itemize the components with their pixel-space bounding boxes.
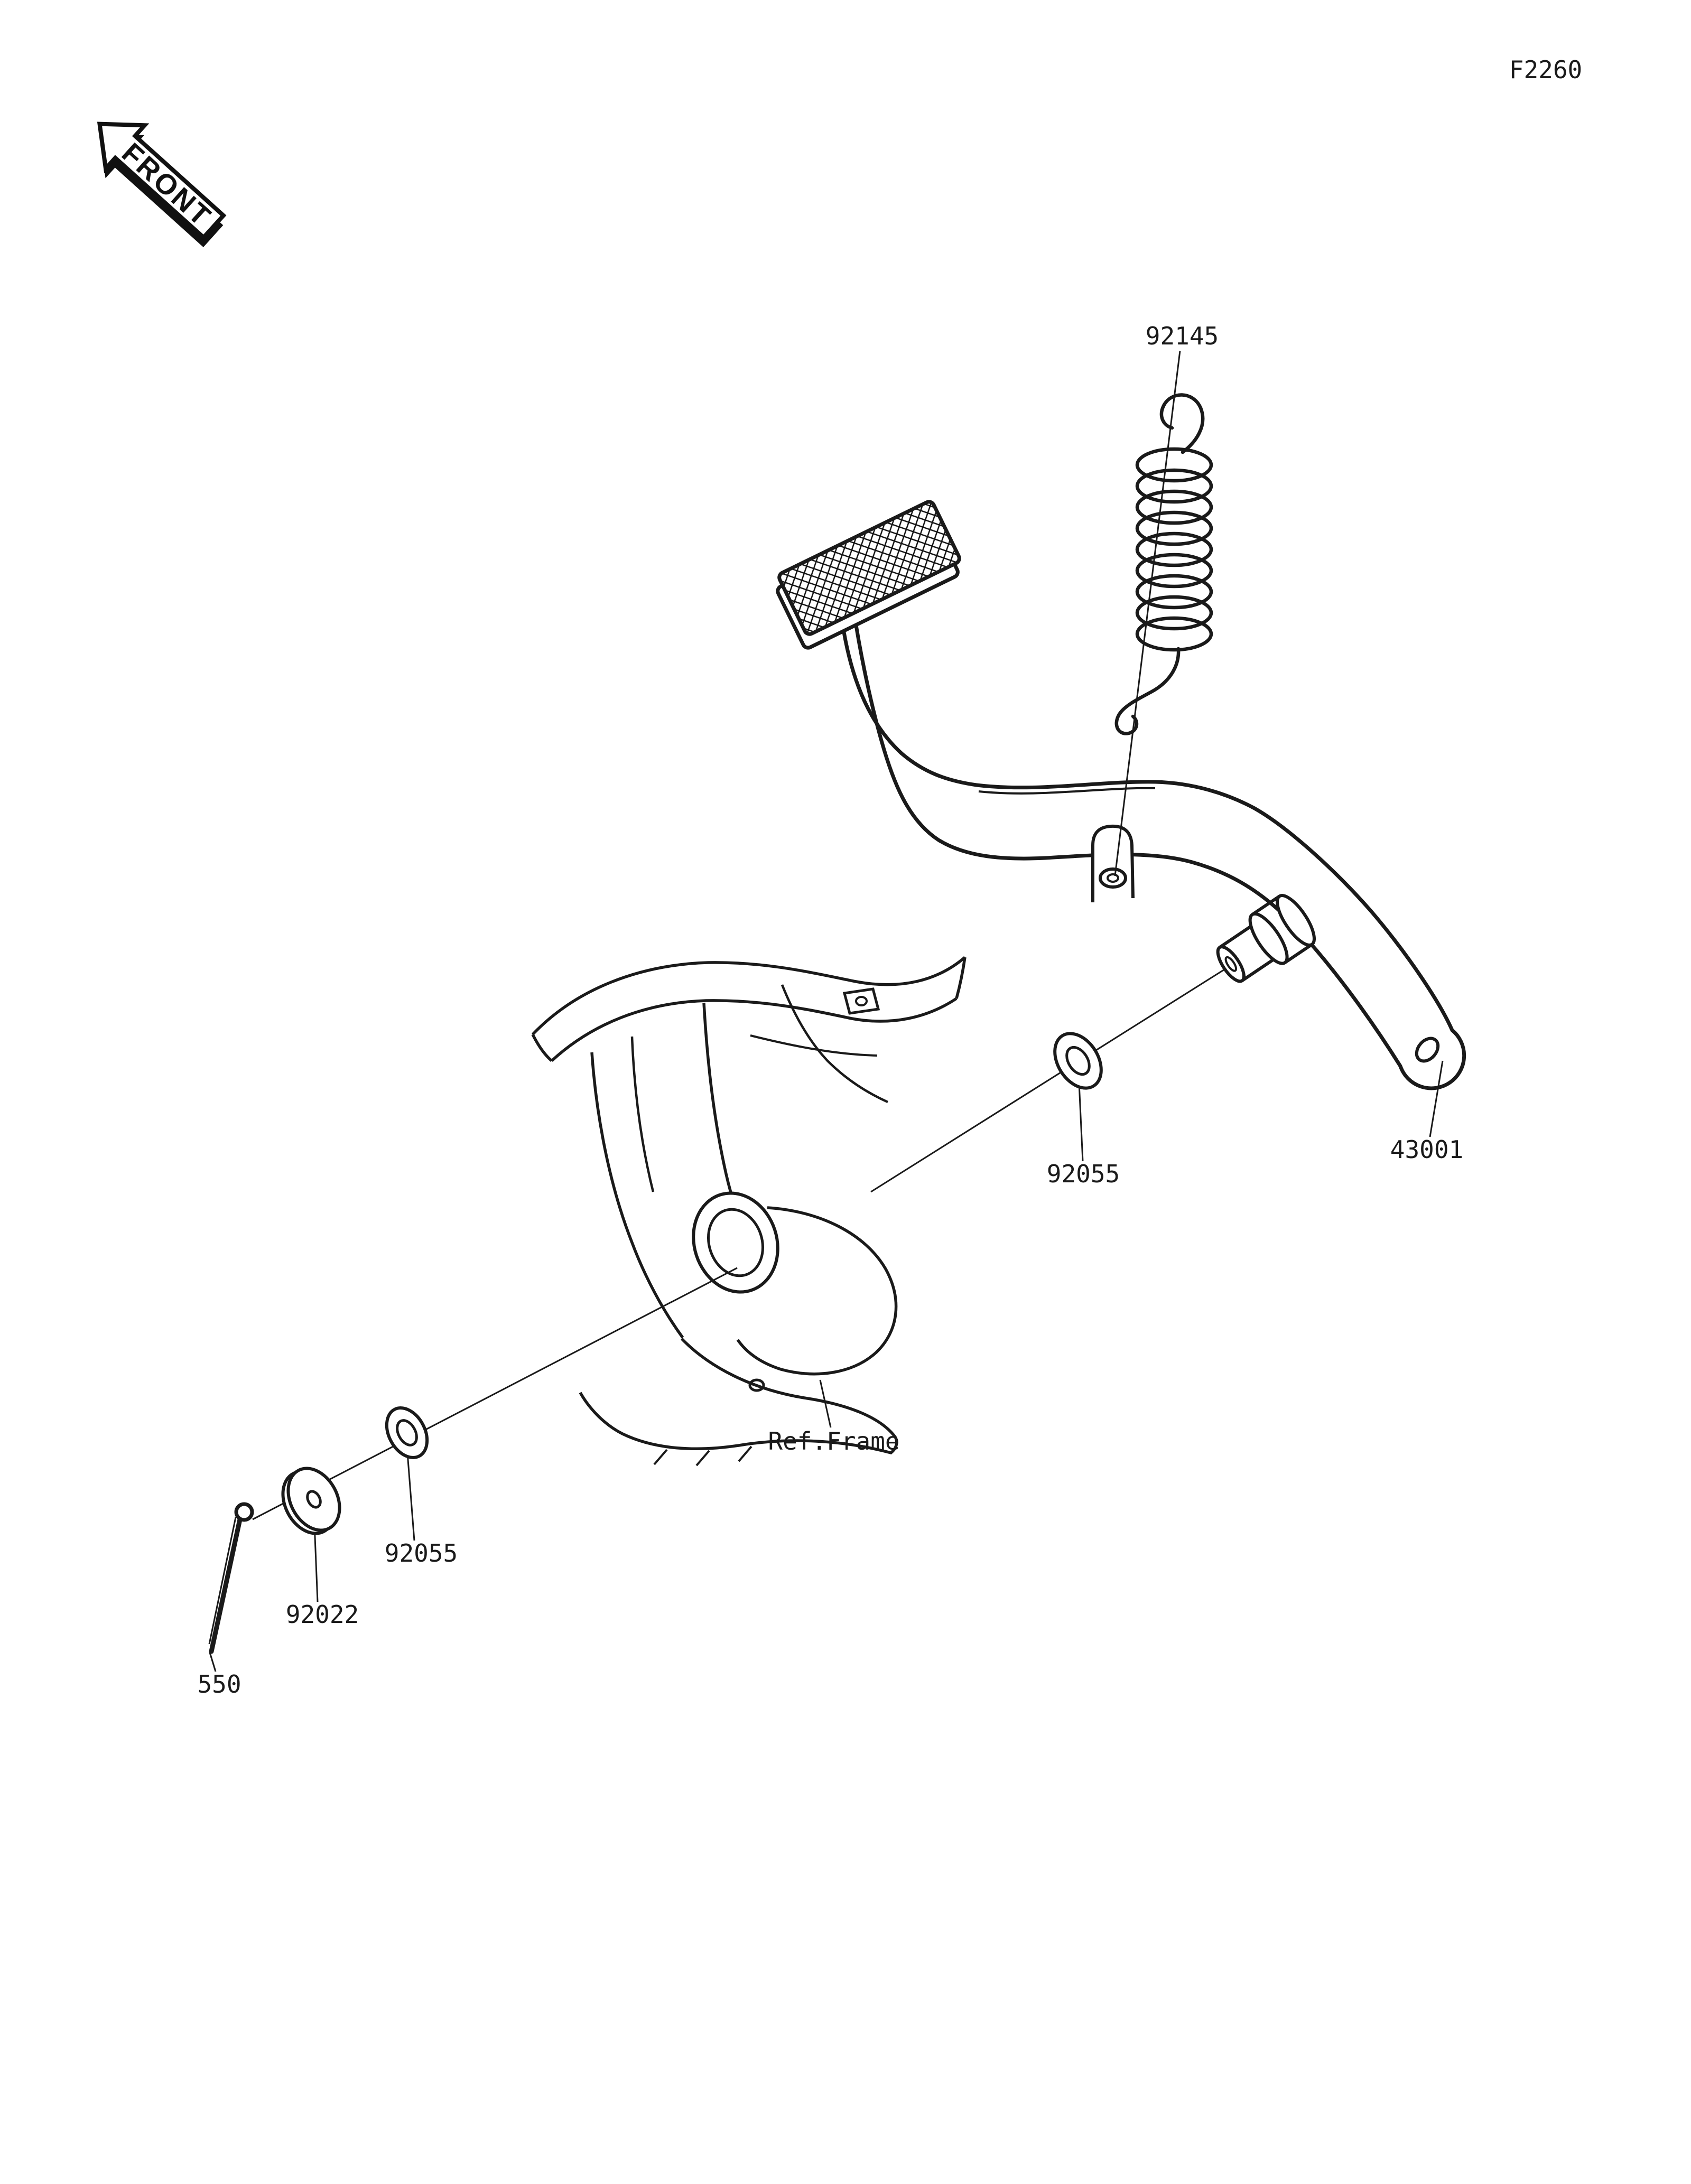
washer-outer [385, 1406, 429, 1459]
brake-pedal [776, 500, 1466, 1090]
spring-bottom-hook [1114, 647, 1181, 735]
leader-cotter-pin [209, 1652, 217, 1672]
boss-shaft-end [1216, 945, 1246, 983]
part-label-washer-plain: 92022 [286, 1600, 359, 1629]
frame-pivot-tube-inner [707, 1208, 765, 1277]
frame-band-endcap-left [531, 1033, 553, 1062]
spring-anchor-hole-inner [1107, 873, 1119, 883]
leader-washer-upper [1078, 1082, 1084, 1162]
assembly-axis-upper [870, 967, 1228, 1193]
cotter-pin-head [234, 1502, 254, 1522]
pedal-pad [776, 500, 961, 650]
boss-collar-end [1248, 912, 1289, 965]
front-arrow-label: FRONT [116, 137, 218, 233]
leader-washer-lower [406, 1452, 415, 1541]
washer-outer [286, 1467, 341, 1532]
frame-top-band-outer [532, 956, 966, 1035]
spring-coil [1135, 574, 1213, 610]
pedal-pivot-boss [1216, 894, 1316, 983]
spring-coil [1135, 468, 1213, 504]
frame-column-left [590, 1052, 684, 1339]
spring-top-hook [1159, 393, 1205, 454]
pedal-pad-face [777, 500, 961, 636]
assembly-axis-lower [252, 1267, 738, 1520]
spring-coil [1135, 531, 1213, 567]
cotter-pin-shaft [209, 1517, 243, 1654]
frame-hatch-marks [653, 1445, 752, 1467]
part-label-washer-lower: 92055 [385, 1539, 458, 1567]
leader-spring [1114, 350, 1181, 876]
frame-hex-hole [855, 996, 868, 1006]
frame-lower-bracket [579, 1338, 898, 1455]
leader-pedal [1429, 1060, 1444, 1137]
part-label-washer-upper: 92055 [1047, 1160, 1120, 1188]
part-label-spring: 92145 [1146, 322, 1219, 350]
cotter-pin-split [208, 1517, 237, 1645]
spring-coil [1135, 510, 1213, 546]
washer-upper-92055 [1053, 1032, 1103, 1090]
washer-plain-92022 [281, 1467, 341, 1535]
frame-hex-fitting [842, 987, 880, 1015]
washer-lower-92055 [385, 1406, 429, 1459]
cotter-pin-550 [208, 1502, 254, 1654]
figure-code: F2260 [1509, 55, 1582, 84]
spring-coil [1135, 595, 1213, 631]
frame-column-left-inner [630, 1036, 655, 1192]
front-arrow-body [97, 122, 227, 241]
brake-pedal-arm [838, 604, 1466, 1090]
frame-reference-drawing [531, 956, 967, 1467]
leader-frame-ref [819, 1379, 832, 1428]
washer-hole [396, 1419, 418, 1446]
washer-outer [1053, 1032, 1103, 1090]
boss-shaft-end-hole [1224, 956, 1238, 972]
part-label-cotter-pin: 550 [197, 1670, 241, 1698]
frame-inner-curve [750, 1034, 878, 1057]
frame-bracket-hole [748, 1378, 765, 1392]
spring-coil [1135, 489, 1213, 525]
frame-strut [781, 984, 888, 1104]
spring-coil [1135, 447, 1213, 483]
washer-hole [1065, 1046, 1091, 1076]
boss-collar-top [1276, 894, 1316, 947]
pedal-lug-hole [1415, 1037, 1440, 1063]
frame-band-endcap-right [955, 957, 967, 999]
part-label-frame-ref: Ref.Frame [768, 1427, 899, 1455]
spring-anchor-bracket [1091, 824, 1135, 902]
leader-washer-plain [313, 1523, 319, 1602]
front-arrow: FRONT [97, 122, 227, 247]
brake-pedal-strap-detail [978, 787, 1156, 795]
washer-hole [306, 1490, 322, 1509]
spring-coil [1135, 616, 1213, 652]
return-spring [1114, 393, 1213, 735]
spring-anchor-hole-outer [1099, 867, 1127, 889]
spring-coil [1135, 553, 1213, 589]
part-label-pedal: 43001 [1390, 1135, 1463, 1164]
frame-top-band-inner [551, 997, 958, 1062]
boss-collar-sides [1251, 894, 1313, 964]
